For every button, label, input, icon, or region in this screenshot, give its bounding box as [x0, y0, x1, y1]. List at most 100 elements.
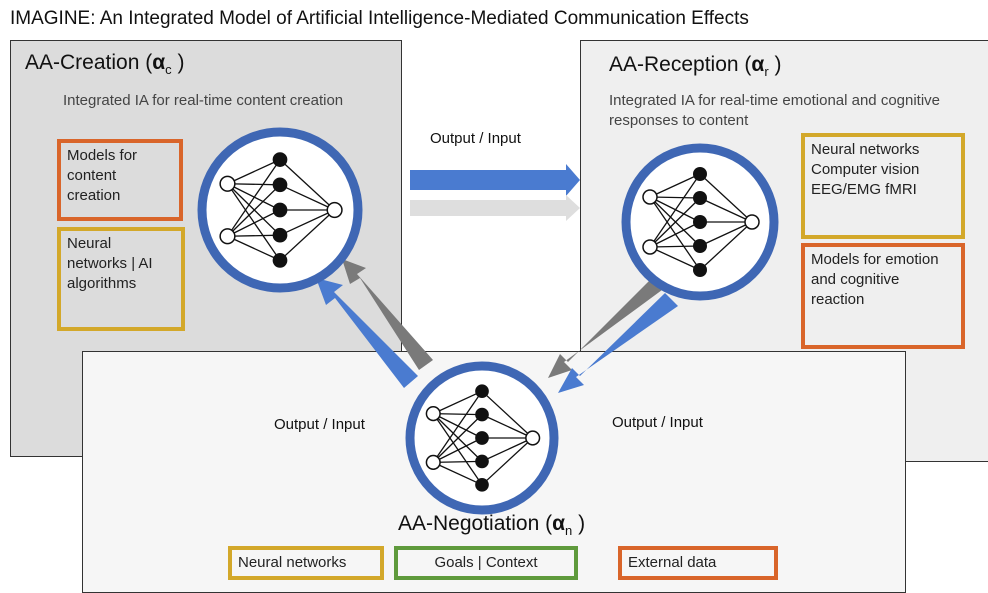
hidden-node	[272, 253, 288, 268]
reception-heading-close: )	[768, 53, 782, 76]
output-input-label-right: Output / Input	[612, 414, 703, 431]
input-node	[642, 239, 658, 255]
hidden-node	[272, 202, 288, 218]
negotiation-heading: AA-Negotiation (αn )	[398, 512, 585, 538]
input-node	[219, 175, 236, 192]
reception-description: Integrated IA for real-time emotional an…	[609, 92, 941, 129]
hidden-node	[272, 152, 288, 167]
reception-alpha: α	[751, 53, 765, 76]
negotiation-heading-text: AA-Negotiation (	[398, 512, 553, 535]
network-edge	[432, 461, 483, 486]
creation-subscript: c	[165, 62, 172, 78]
negotiation-neural-box: Neural networks	[228, 546, 384, 580]
hidden-node	[272, 177, 288, 193]
network-edge	[699, 221, 753, 271]
reception-subscript: r	[764, 64, 769, 80]
network-edge	[227, 183, 281, 236]
network-edge	[481, 390, 534, 439]
negotiation-network	[404, 360, 560, 521]
arrow-left-blue	[316, 278, 418, 388]
reception-heading: AA-Reception (αr )	[609, 53, 782, 79]
creation-heading-text: AA-Creation (	[25, 51, 153, 74]
network-edge	[227, 159, 281, 185]
network-edge	[649, 221, 701, 248]
creation-heading: AA-Creation (αc )	[25, 51, 184, 77]
network-edge	[481, 437, 534, 486]
network-edge	[649, 197, 701, 248]
creation-models-box: Models for content creation	[57, 139, 183, 221]
hidden-node	[693, 215, 707, 229]
network-edge	[227, 183, 281, 186]
negotiation-goals-box: Goals | Context	[394, 546, 578, 580]
negotiation-external-box: External data	[618, 546, 778, 580]
network-edge	[481, 414, 533, 439]
network-edge	[649, 196, 701, 199]
network-edge	[226, 159, 281, 237]
hidden-node	[475, 407, 489, 422]
network-edge	[649, 196, 701, 271]
network-edge	[649, 173, 701, 198]
negotiation-alpha: α	[552, 512, 565, 535]
network-edge	[699, 173, 753, 223]
input-node	[219, 228, 236, 245]
arrow-right-gray	[548, 278, 662, 378]
negotiation-network-icon	[405, 361, 559, 515]
negotiation-heading-close: )	[572, 512, 586, 535]
output-input-label-top: Output / Input	[430, 130, 521, 147]
network-edge	[227, 234, 281, 237]
creation-neural-box: Neural networks | AI algorithms	[57, 227, 185, 331]
creation-alpha: α	[152, 51, 166, 74]
reception-models-box: Models for emotion and cognitive reactio…	[801, 243, 965, 349]
output-node	[744, 214, 760, 230]
network-edge	[649, 196, 701, 247]
network-edge	[481, 437, 533, 462]
network-edge	[699, 221, 753, 247]
network-edge	[432, 437, 483, 463]
input-node	[425, 454, 441, 470]
reception-heading-text: AA-Reception (	[609, 53, 752, 76]
network-edge	[433, 460, 483, 464]
network-edge	[226, 183, 281, 261]
arrow-top-gray	[410, 195, 580, 221]
input-node	[425, 406, 441, 422]
creation-network-icon	[197, 127, 363, 293]
hidden-node	[693, 167, 707, 181]
hidden-node	[475, 384, 489, 399]
diagram-title: IMAGINE: An Integrated Model of Artifici…	[10, 8, 749, 29]
network-edge	[432, 390, 483, 415]
network-edge	[227, 235, 281, 261]
arrow-left-gray	[342, 259, 433, 370]
arrow-top-blue	[410, 164, 580, 196]
network-edge	[432, 414, 483, 463]
network-edge	[649, 245, 701, 248]
hidden-node	[693, 263, 707, 277]
network-edge	[433, 412, 483, 416]
network-edge	[432, 390, 483, 463]
network-edge	[649, 246, 701, 271]
network-edge	[432, 413, 483, 462]
network-edge	[227, 184, 281, 237]
hidden-node	[693, 239, 707, 253]
network-edge	[699, 197, 753, 223]
reception-methods-box: Neural networks Computer vision EEG/EMG …	[801, 133, 965, 239]
network-edge	[279, 209, 336, 261]
creation-description: Integrated IA for real-time content crea…	[63, 92, 344, 109]
creation-heading-close: )	[171, 51, 185, 74]
output-node	[525, 430, 541, 446]
network-edge	[279, 184, 335, 211]
network-edge	[227, 209, 281, 237]
network-edge	[432, 413, 483, 486]
hidden-node	[475, 454, 489, 469]
network-edge	[279, 159, 336, 211]
negotiation-subscript: n	[565, 523, 573, 539]
reception-network	[620, 142, 780, 307]
arrow-right-blue	[558, 293, 678, 393]
creation-network	[196, 126, 364, 299]
network-edge	[649, 173, 701, 248]
network-edge	[279, 209, 335, 236]
output-node	[326, 201, 343, 219]
output-input-label-left: Output / Input	[274, 416, 365, 433]
hidden-node	[272, 227, 288, 243]
hidden-node	[475, 431, 489, 445]
